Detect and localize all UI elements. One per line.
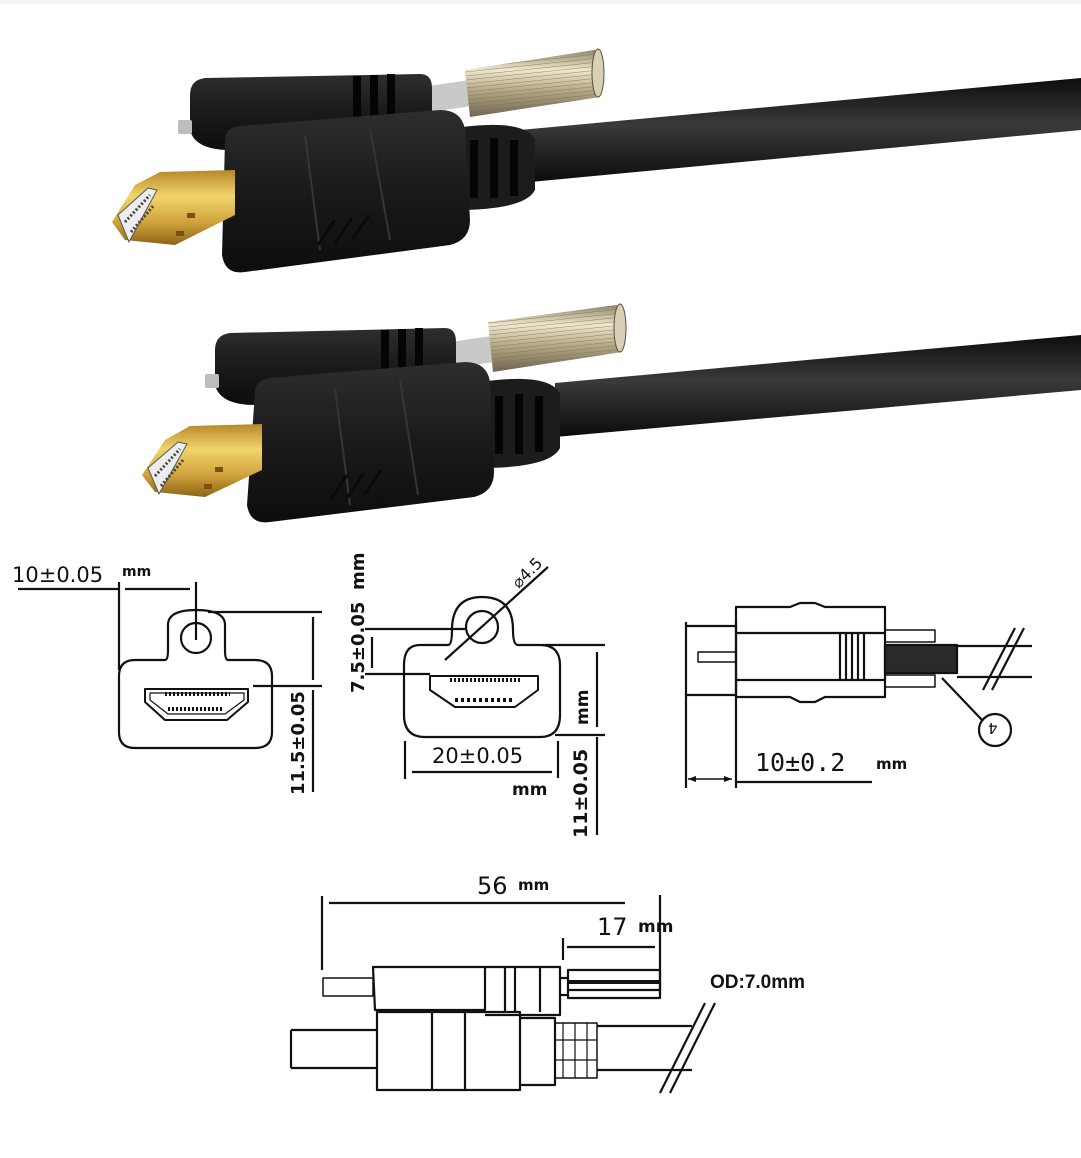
front-view-2-drawing (365, 566, 605, 835)
gold-hdmi-plug (142, 424, 262, 497)
locking-screw-knob (428, 48, 605, 117)
overall-length-label: 56 (477, 872, 508, 900)
top-border (0, 0, 1081, 4)
cable (555, 335, 1081, 437)
front-view-2-hole-label: ⌀4.5 (508, 553, 547, 592)
screw-thread (178, 120, 192, 134)
cable-od-label: OD:7.0mm (710, 972, 806, 993)
main-housing (247, 362, 494, 523)
cable (520, 78, 1081, 183)
screw-thread (205, 374, 219, 388)
main-housing (222, 110, 470, 273)
front-view-1-width-label: 10±0.05 (12, 563, 104, 587)
side-view-drawing (684, 601, 1032, 788)
front-view-2-height-label: 11±0.05 (570, 748, 592, 838)
locking-screw-knob (450, 303, 627, 372)
connector-photo-top (112, 48, 1081, 273)
front-view-1-width-unit: mm (122, 564, 152, 580)
front-view-2-width-unit: mm (512, 780, 548, 800)
front-view-1-drawing (18, 582, 322, 792)
gold-hdmi-plug (112, 170, 235, 245)
product-photos (112, 48, 1081, 523)
front-view-2-offset-label: 7.5±0.05 (348, 601, 369, 693)
front-view-2-offset-unit: mm (348, 552, 369, 590)
side-view-callout-label: 4 (988, 719, 998, 737)
side-view-protrusion-unit: mm (876, 755, 908, 773)
knob-length-unit: mm (638, 917, 674, 937)
knob-length-label: 17 (597, 913, 628, 941)
side-view-protrusion-label: 10±0.2 (755, 748, 846, 777)
front-view-2-width-label: 20±0.05 (432, 744, 524, 768)
connector-photo-bottom (142, 303, 1081, 523)
overall-length-unit: mm (518, 876, 550, 894)
front-view-2-height-unit: mm (573, 689, 593, 725)
front-view-1-height-label: 11.5±0.05 (288, 691, 309, 795)
